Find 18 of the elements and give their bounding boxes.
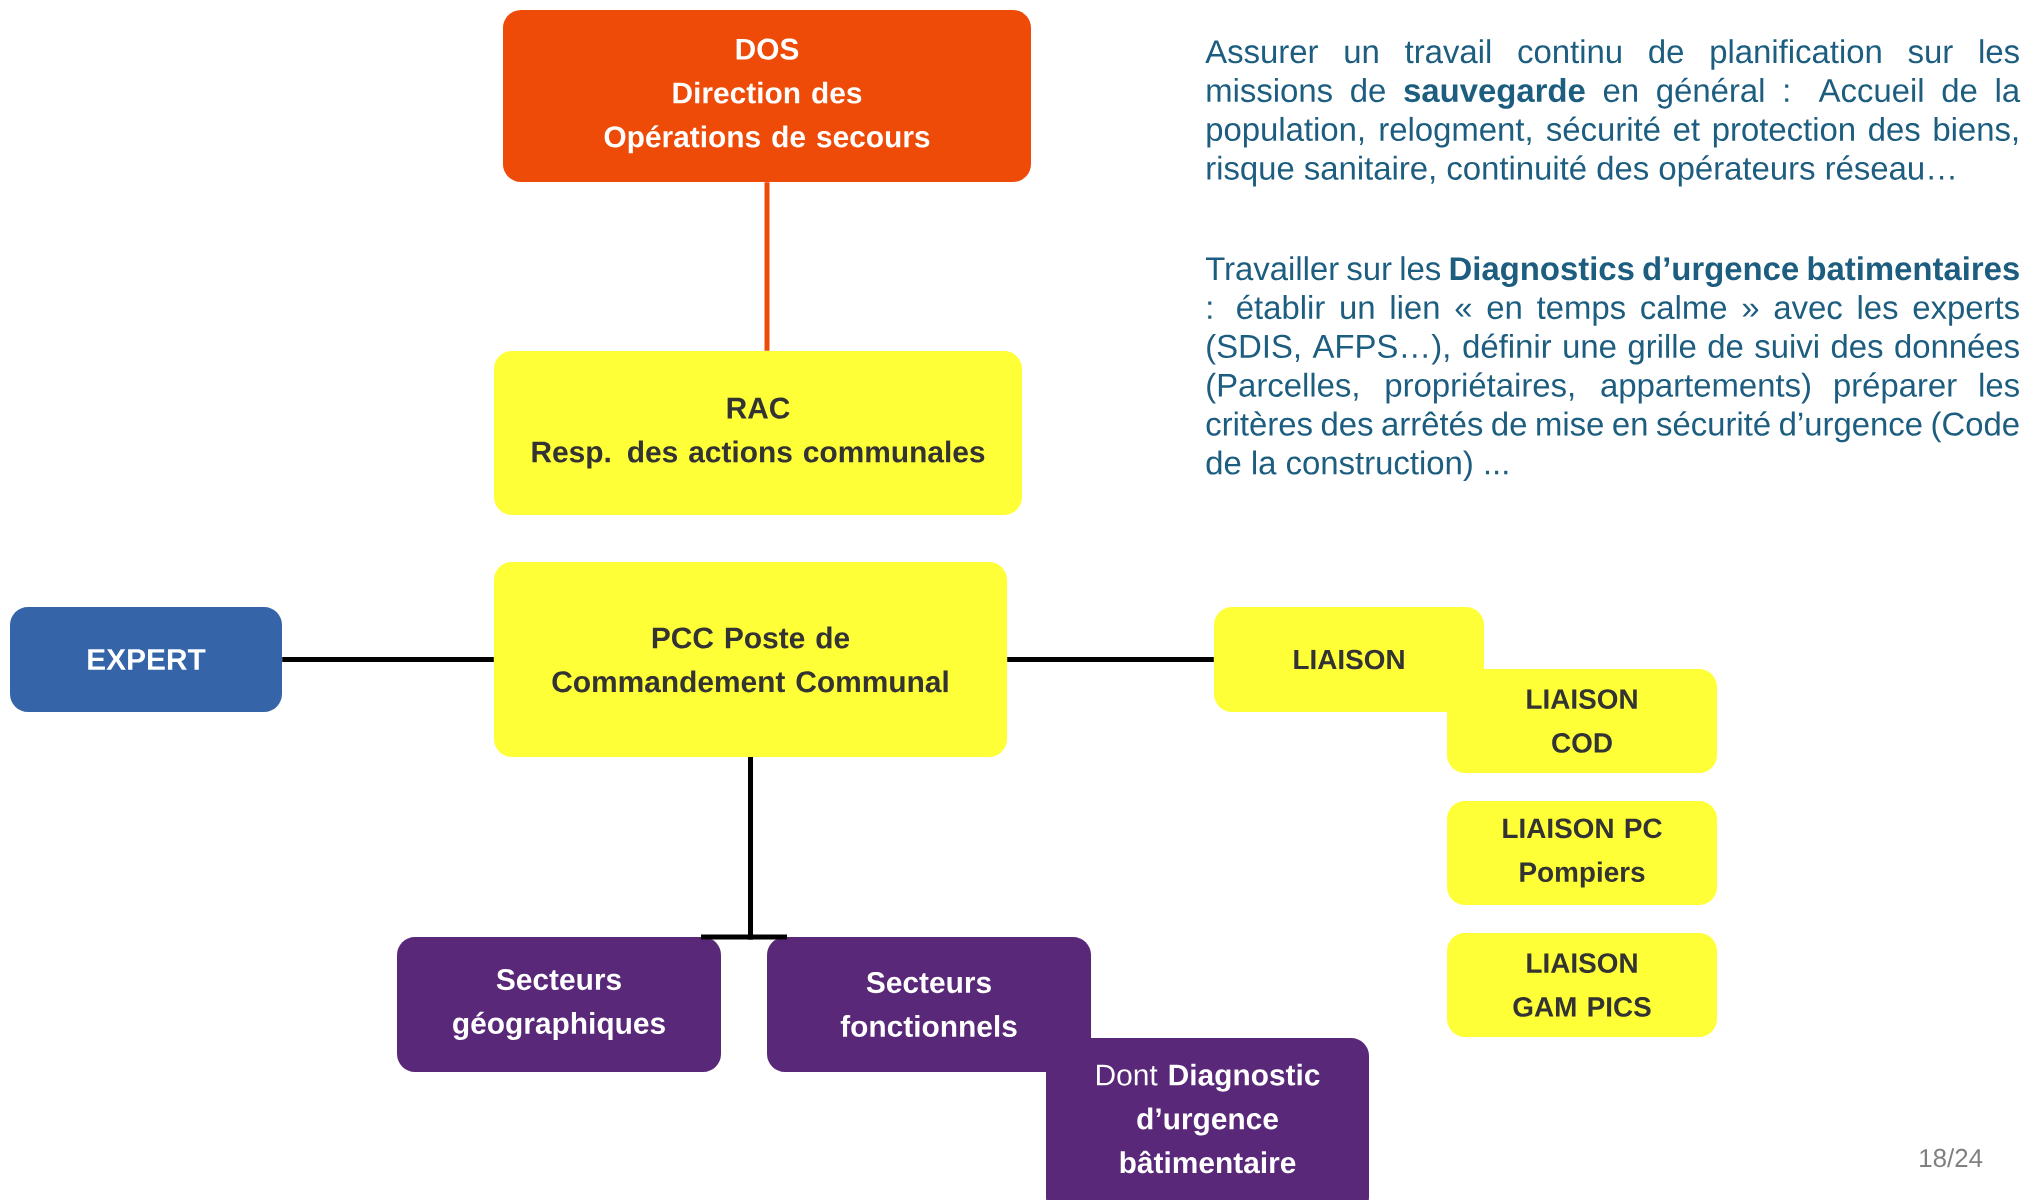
command-box: DOS Direction des Opérations de secours (503, 10, 1031, 182)
expert-box: EXPERT (10, 607, 282, 712)
liaison-box: LIAISON GAM PICS (1447, 933, 1717, 1037)
command-box: PCC Poste de Commandement Communal (494, 562, 1007, 757)
paragraph-text: Assurer un travail continu de planification sur les missions de sauvegarde en général : Accueil de la population, relogment, sécurité et protection des biens, risque sanitaire, continuité des opérateurs réseau… (1205, 39, 2021, 187)
connector-line (748, 757, 787, 940)
connector-line (764, 182, 770, 351)
connector-line (1007, 657, 1214, 662)
connector-line (282, 657, 494, 662)
sector-box: Dont Diagnostic d’urgence bâtimentaire (1046, 1038, 1369, 1200)
sector-box: Secteurs géographiques (397, 937, 721, 1072)
liaison-box: LIAISON COD (1447, 669, 1717, 773)
paragraph-text: Travailler sur les Diagnostics d’urgence batimentaires : établir un lien « en temps calme » avec les experts (SDIS, AFPS…), définir une grille de suivi des données (Parcelles, propriétaires, appartements) préparer les critères des arrêtés de mise en sécurité d’urgence (Code de la construction) ... (1205, 256, 2019, 482)
liaison-box: LIAISON PC Pompiers (1447, 801, 1717, 905)
liaison-box: LIAISON (1214, 607, 1484, 712)
command-box: RAC Resp. des actions communales (494, 351, 1022, 515)
page-number: 18/24 (1920, 1148, 1983, 1168)
sector-box: Secteurs fonctionnels (767, 937, 1091, 1072)
